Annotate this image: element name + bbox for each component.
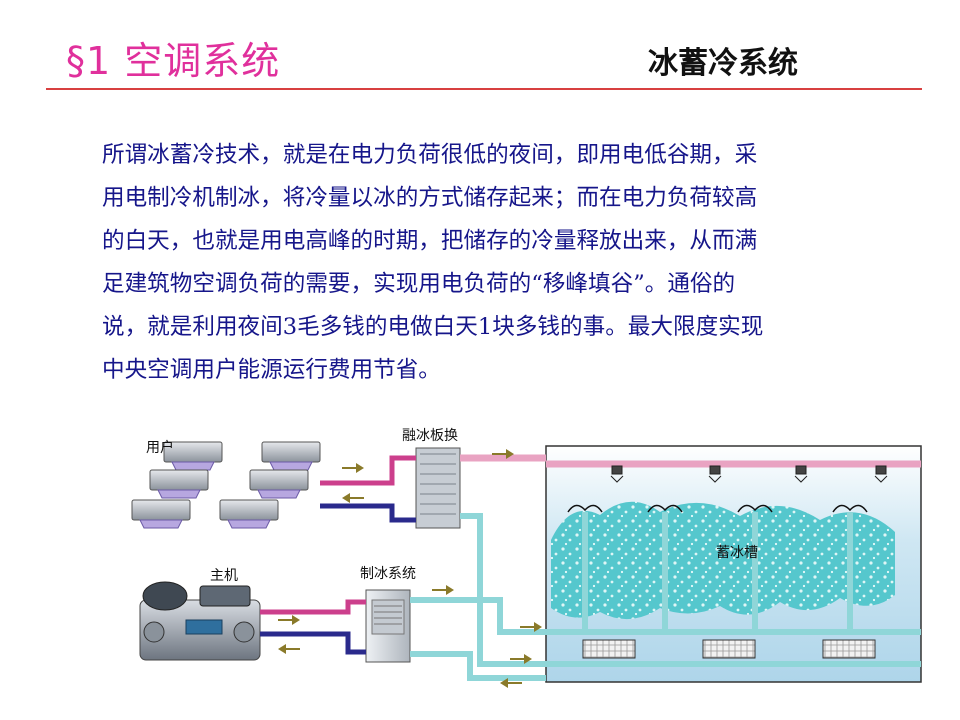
description-line: 中央空调用户能源运行费用节省。 bbox=[102, 357, 441, 383]
heat-exchanger bbox=[415, 447, 461, 529]
sprinkler-icon bbox=[610, 465, 888, 483]
glycol-pipes bbox=[410, 513, 546, 681]
title-divider bbox=[46, 88, 922, 90]
flow-arrows bbox=[278, 449, 542, 688]
description-line: 说，就是利用夜间3毛多钱的电做白天1块多钱的事。最大限度实现 bbox=[102, 314, 764, 340]
users-label: 用户 bbox=[146, 439, 174, 456]
heat-exchanger-label: 融冰板换 bbox=[402, 427, 458, 444]
ice-making-label: 制冰系统 bbox=[360, 566, 416, 582]
user-loop-pipes bbox=[320, 455, 416, 523]
description-paragraph: 所谓冰蓄冷技术，就是在电力负荷很低的夜间，即用电低谷期，采 用电制冷机制冰，将冷… bbox=[102, 134, 882, 392]
ice-tank-label: 蓄冰槽 bbox=[716, 545, 758, 561]
chiller-label: 主机 bbox=[210, 568, 238, 584]
chiller-unit bbox=[139, 581, 261, 661]
slide-title: 冰蓄冷系统 bbox=[648, 46, 798, 81]
description-line: 用电制冷机制冰，将冷量以冰的方式储存起来；而在电力负荷较高 bbox=[102, 185, 758, 211]
description-line: 的白天，也就是用电高峰的时期，把储存的冷量释放出来，从而满 bbox=[102, 228, 758, 254]
fan-coil-units bbox=[131, 441, 321, 529]
coil-block bbox=[702, 639, 756, 659]
coil-block bbox=[822, 639, 876, 659]
coil-block bbox=[582, 639, 636, 659]
ice-storage-diagram: 蓄冰槽 用户 融冰板换 主机 bbox=[131, 427, 922, 688]
description-line: 所谓冰蓄冷技术，就是在电力负荷很低的夜间，即用电低谷期，采 bbox=[102, 142, 758, 168]
section-title: §1 空调系统 bbox=[66, 39, 281, 83]
ice-making-unit bbox=[365, 589, 411, 663]
diffuser-icon bbox=[567, 504, 868, 513]
ice-tank: 蓄冰槽 bbox=[545, 445, 922, 683]
chiller-loop-pipes bbox=[260, 599, 366, 655]
ice-mass bbox=[551, 501, 895, 620]
description-line: 足建筑物空调负荷的需要，实现用电负荷的“移峰填谷”。通俗的 bbox=[102, 271, 736, 297]
